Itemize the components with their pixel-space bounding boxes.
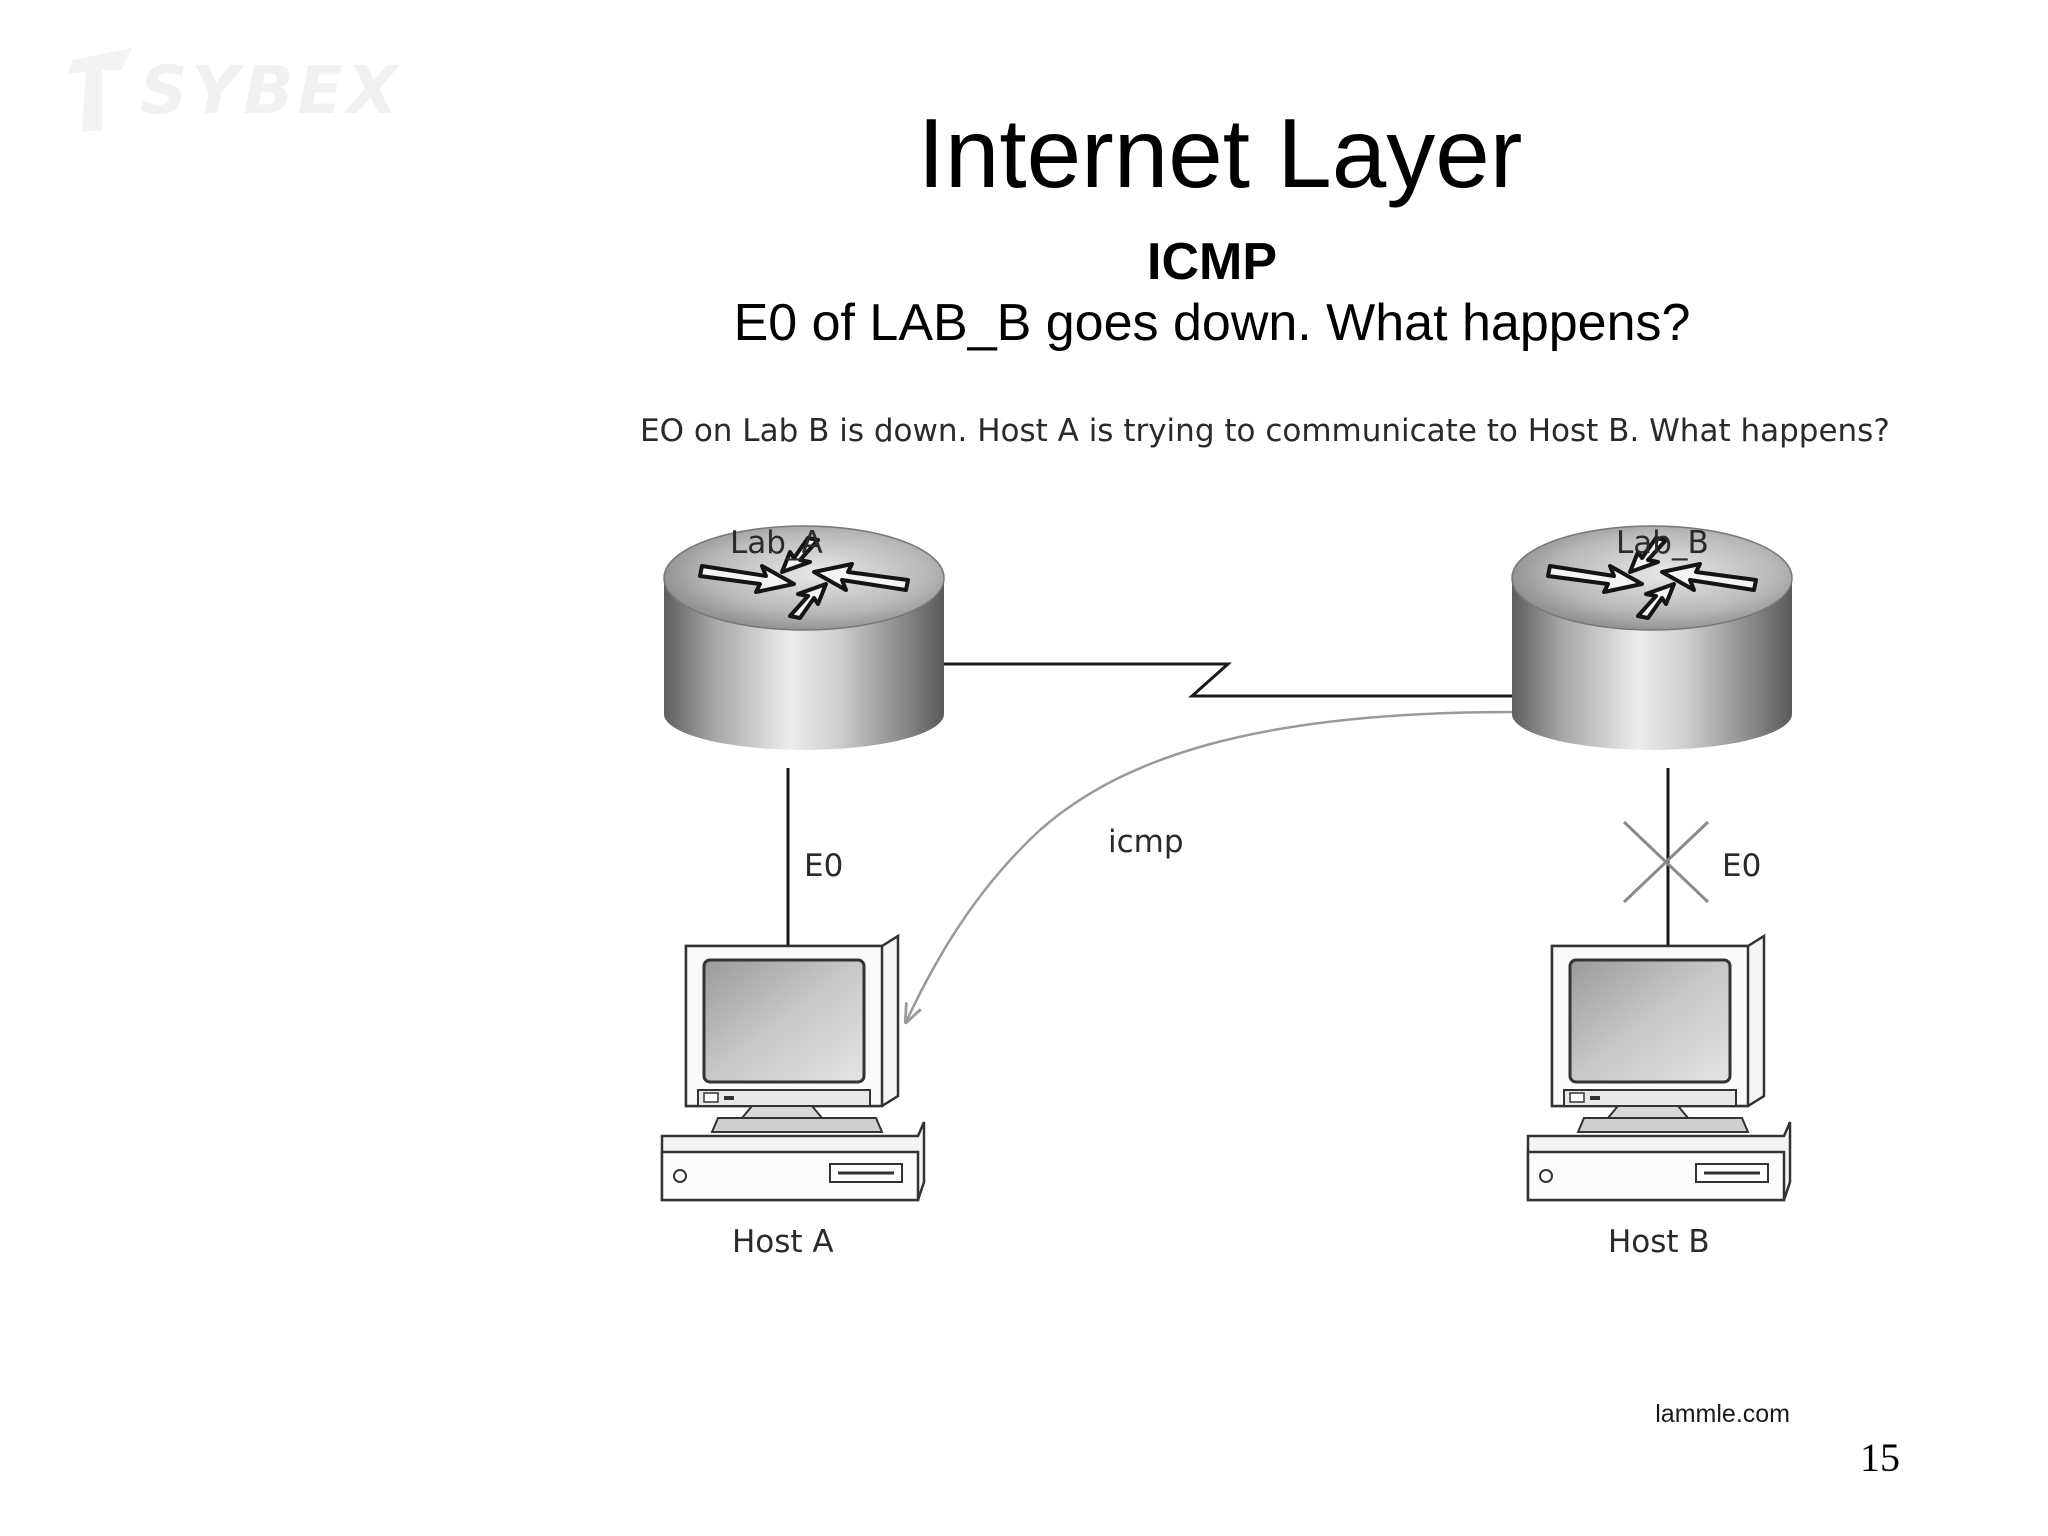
link-a-label: E0	[804, 848, 843, 884]
serial-link	[944, 662, 1512, 698]
slide-question: E0 of LAB_B goes down. What happens?	[733, 294, 1691, 352]
host-b-label: Host B	[1608, 1224, 1710, 1260]
slide-subtitle: ICMP	[1147, 233, 1277, 291]
sybex-logo-text: SYBEX	[140, 52, 402, 129]
sybex-logo-mark	[68, 48, 132, 132]
diagram-caption: EO on Lab B is down. Host A is trying to…	[640, 413, 1890, 449]
icmp-label: icmp	[1108, 824, 1184, 860]
host-b-computer-icon	[1526, 933, 1792, 1202]
source-credit: lammle.com	[1655, 1400, 1790, 1428]
host-a-label: Host A	[732, 1224, 834, 1260]
router-a-label: Lab_A	[730, 525, 823, 561]
link-down-x-icon	[1622, 820, 1710, 904]
slide-title: Internet Layer	[917, 98, 1523, 208]
icmp-arrow	[906, 710, 1513, 1022]
host-a-computer-icon	[660, 933, 926, 1202]
router-b-label: Lab_B	[1616, 525, 1709, 561]
sybex-logo: SYBEX	[62, 40, 402, 140]
link-b-label: E0	[1722, 848, 1761, 884]
page-number: 15	[1860, 1435, 1900, 1480]
router-lab-b-icon	[1511, 525, 1793, 750]
router-lab-a-icon	[663, 525, 945, 750]
